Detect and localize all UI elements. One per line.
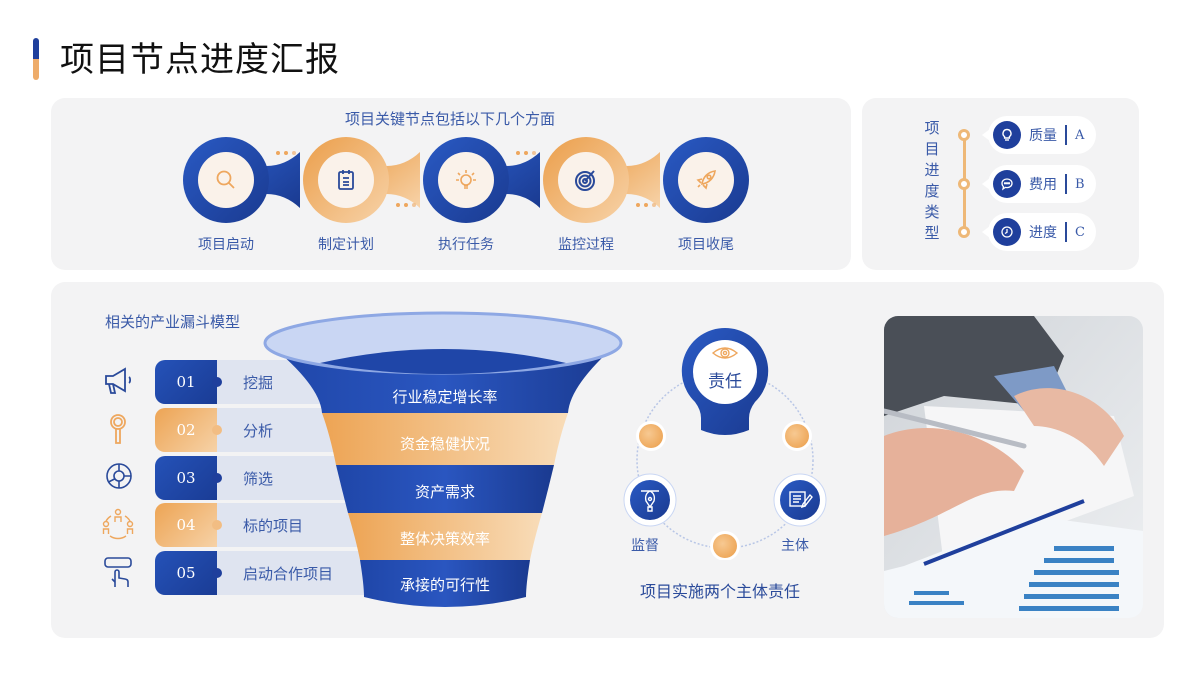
step-bar: 启动合作项目 <box>212 551 367 595</box>
step-bar: 标的项目 <box>212 503 367 547</box>
step-number: 02 <box>155 408 217 452</box>
magnifier-icon <box>108 413 128 449</box>
search-icon <box>198 152 254 208</box>
pen-nib-icon <box>639 487 661 517</box>
timeline-dot <box>958 129 970 141</box>
type-label: 费用 <box>1029 177 1057 193</box>
step-connector-dot <box>212 425 222 435</box>
step-connector-dot <box>212 377 222 387</box>
step-connector-dot <box>212 473 222 483</box>
page-title: 项目节点进度汇报 <box>60 40 340 80</box>
payment-click-icon <box>104 557 134 593</box>
document-edit-icon <box>789 489 813 513</box>
step-connector-dot <box>212 520 222 530</box>
title-accent-bar <box>33 38 39 80</box>
step-label: 挖掘 <box>243 373 274 392</box>
type-letter: C <box>1075 224 1085 240</box>
divider <box>1065 222 1067 242</box>
title-char: 类 <box>924 203 940 221</box>
timeline-dot <box>958 226 970 238</box>
divider <box>1065 125 1067 145</box>
type-item-cost[interactable]: 费用 B <box>988 165 1096 203</box>
lightbulb-icon <box>993 121 1021 149</box>
rocket-icon <box>678 152 734 208</box>
supervision-label: 监督 <box>631 538 659 554</box>
node-label-plan: 制定计划 <box>318 237 374 253</box>
step-number: 01 <box>155 360 217 404</box>
funnel-step-row[interactable]: 05 启动合作项目 <box>155 551 367 595</box>
target-icon <box>558 152 614 208</box>
responsibility-center-label: 责任 <box>708 372 742 392</box>
timeline-dot <box>958 178 970 190</box>
eye-icon <box>711 345 739 365</box>
clock-icon <box>993 218 1021 246</box>
funnel-layer-4: 整体决策效率 <box>399 530 490 548</box>
step-number: 05 <box>155 551 217 595</box>
title-char: 项 <box>924 119 940 137</box>
step-number: 03 <box>155 456 217 500</box>
pill-pointer <box>982 129 990 141</box>
people-network-icon <box>102 508 134 544</box>
funnel-layer-3: 资产需求 <box>414 483 475 501</box>
funnel-title: 相关的产业漏斗模型 <box>105 313 241 331</box>
node-chain-graphic <box>183 137 749 223</box>
subject-label: 主体 <box>781 538 809 554</box>
step-label: 启动合作项目 <box>243 564 334 583</box>
type-item-quality[interactable]: 质量 A <box>988 116 1096 154</box>
divider <box>1065 174 1067 194</box>
node-label-monitor: 监控过程 <box>558 237 614 253</box>
node-label-execute: 执行任务 <box>438 237 494 253</box>
pie-chart-icon <box>105 462 133 494</box>
step-number: 04 <box>155 503 217 547</box>
chat-bubble-icon <box>993 170 1021 198</box>
node-label-close: 项目收尾 <box>678 237 734 253</box>
pill-pointer <box>982 226 990 238</box>
funnel-graphic <box>263 311 623 607</box>
responsibility-diagram <box>623 327 827 560</box>
title-char: 进 <box>924 161 940 179</box>
business-photo <box>884 316 1143 618</box>
title-char: 型 <box>924 224 940 242</box>
funnel-layer-2: 资金稳健状况 <box>399 435 490 453</box>
funnel-step-row[interactable]: 04 标的项目 <box>155 503 367 547</box>
clipboard-icon <box>318 152 374 208</box>
nodes-subtitle: 项目关键节点包括以下几个方面 <box>345 110 556 128</box>
pill-pointer <box>982 178 990 190</box>
step-label: 分析 <box>243 421 274 440</box>
type-label: 进度 <box>1029 225 1057 241</box>
megaphone-icon <box>103 367 135 399</box>
responsibility-caption: 项目实施两个主体责任 <box>640 582 801 601</box>
step-connector-dot <box>212 568 222 578</box>
funnel-layer-1: 行业稳定增长率 <box>392 388 498 406</box>
node-label-start: 项目启动 <box>198 237 254 253</box>
type-item-schedule[interactable]: 进度 C <box>988 213 1096 251</box>
progress-types-title: 项 目 进 度 类 型 <box>922 118 942 244</box>
step-label: 筛选 <box>243 469 274 488</box>
title-char: 目 <box>924 140 940 158</box>
step-label: 标的项目 <box>243 516 304 535</box>
type-label: 质量 <box>1029 128 1057 144</box>
lightbulb-icon <box>438 152 494 208</box>
title-char: 度 <box>924 182 940 200</box>
type-letter: B <box>1075 176 1085 192</box>
type-letter: A <box>1075 127 1085 143</box>
funnel-layer-5: 承接的可行性 <box>399 576 490 594</box>
